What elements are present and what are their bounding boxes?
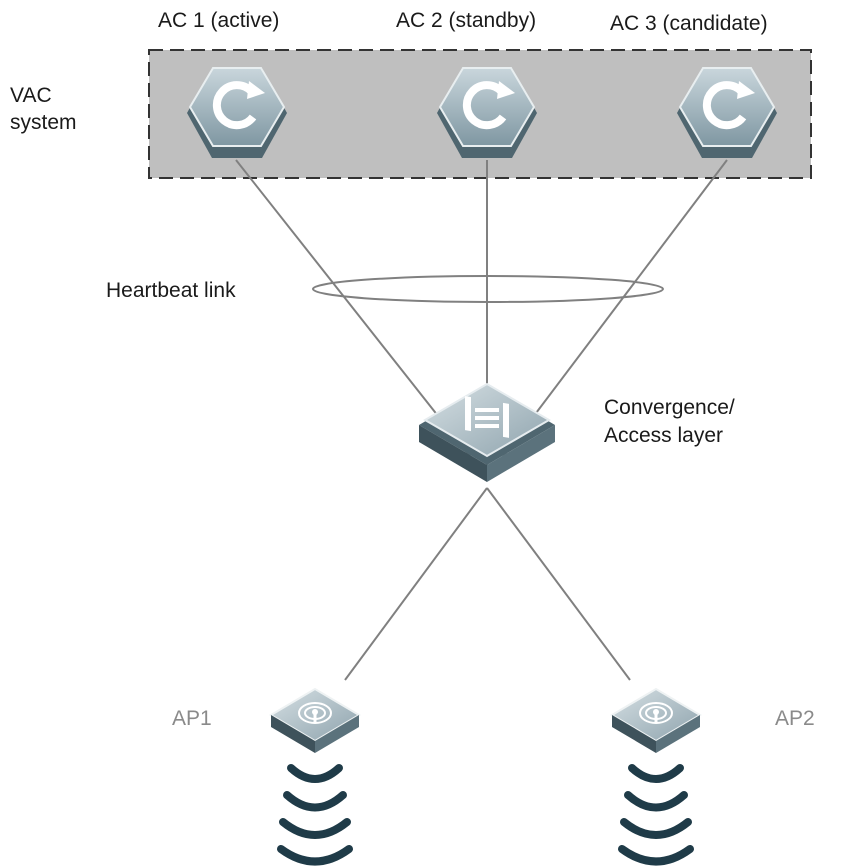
ap1-device-icon xyxy=(269,687,361,753)
ac2-device-icon xyxy=(437,67,537,158)
convergence-label-line1: Convergence/ xyxy=(604,396,735,419)
heartbeat-link-label: Heartbeat link xyxy=(106,279,236,302)
vac-system-label-line1: VAC xyxy=(10,84,52,107)
link-switch-ap2 xyxy=(486,487,631,681)
ap2-device-icon xyxy=(610,687,702,753)
convergence-label-line2: Access layer xyxy=(604,424,724,447)
link-switch-ap1 xyxy=(344,487,488,681)
ac1-label: AC 1 (active) xyxy=(158,9,280,32)
ac1-device-icon xyxy=(187,67,287,158)
ac3-device-icon xyxy=(677,67,777,158)
heartbeat-link-ring xyxy=(312,275,664,303)
ac3-label: AC 3 (candidate) xyxy=(610,12,768,35)
ap2-label: AP2 xyxy=(775,707,815,730)
ac2-label: AC 2 (standby) xyxy=(396,9,537,32)
ap1-label: AP1 xyxy=(172,707,212,730)
switch-icon xyxy=(419,382,555,482)
vac-system-label-line2: system xyxy=(10,111,77,134)
ap2-wifi-waves-icon xyxy=(618,764,694,866)
ap1-wifi-waves-icon xyxy=(277,764,353,866)
